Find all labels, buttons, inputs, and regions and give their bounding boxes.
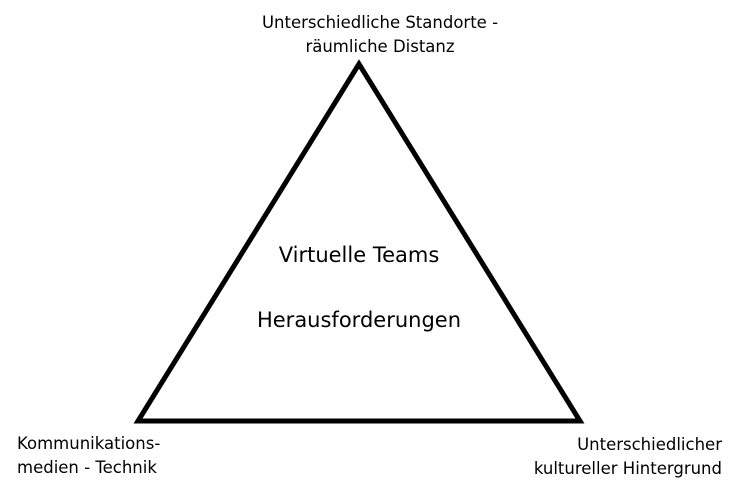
- triangle-outline: [133, 59, 585, 424]
- center-subtitle: Herausforderungen: [256, 308, 462, 332]
- bottom-left-corner-label-line2: medien - Technik: [17, 458, 157, 477]
- bottom-right-corner-label-line2: kultureller Hintergrund: [533, 459, 722, 478]
- center-title: Virtuelle Teams: [278, 243, 440, 267]
- top-corner-label: Unterschiedliche Standorte - räumliche D…: [252, 11, 508, 59]
- top-corner-label-line1: Unterschiedliche Standorte -: [261, 13, 499, 32]
- bottom-left-corner-label: Kommunikations- medien - Technik: [17, 432, 160, 480]
- bottom-right-corner-label: Unterschiedlicher kultureller Hintergrun…: [522, 433, 722, 481]
- bottom-right-corner-label-line1: Unterschiedlicher: [577, 435, 722, 454]
- bottom-left-corner-label-line1: Kommunikations-: [17, 434, 161, 453]
- top-corner-label-line2: räumliche Distanz: [305, 37, 455, 56]
